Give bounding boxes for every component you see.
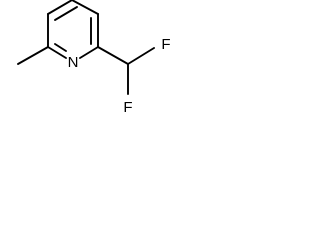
bond-c6-n: [47, 46, 67, 59]
bond-c2-c3-inner: [54, 6, 78, 21]
bond-cf2h: [97, 46, 129, 65]
bond-c6-n-inner: [54, 43, 67, 52]
fluorine-atom-label-top: F: [161, 36, 170, 53]
nitrogen-atom-label: N: [68, 54, 79, 71]
bond-c-f-top: [127, 47, 155, 65]
molecule-structure: N F F: [17, 0, 171, 116]
bond-methyl: [17, 46, 49, 65]
bond-c3-c4: [71, 0, 99, 15]
bond-c2-c3: [47, 0, 73, 15]
bond-n-c2: [79, 46, 99, 59]
fluorine-atom-label-bottom: F: [123, 99, 132, 116]
